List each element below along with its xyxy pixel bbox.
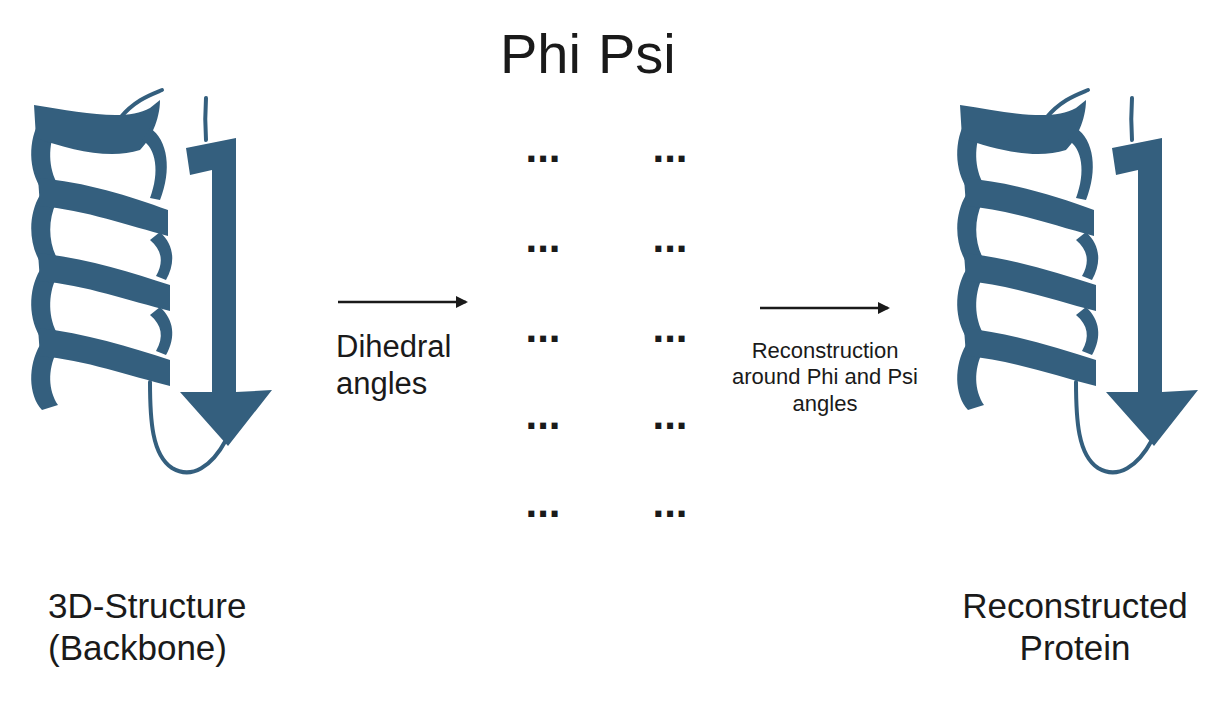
- angle-value: ...: [630, 394, 710, 436]
- reconstructed-protein: [957, 90, 1198, 472]
- column-header: Phi: [500, 20, 600, 87]
- column-header: Psi: [598, 20, 708, 87]
- structure-caption: Reconstructed Protein: [945, 585, 1205, 669]
- angle-value: ...: [630, 307, 710, 349]
- angle-value: ...: [503, 307, 583, 349]
- angle-value: ...: [503, 394, 583, 436]
- structure-caption: 3D-Structure (Backbone): [48, 585, 278, 669]
- protein-backbone: [31, 90, 272, 472]
- arrow: [338, 301, 466, 304]
- angle-value: ...: [630, 482, 710, 524]
- step-label: Reconstruction around Phi and Psi angles: [723, 338, 928, 417]
- arrow: [760, 307, 888, 310]
- step-label: Dihedral angles: [336, 328, 486, 402]
- angle-value: ...: [503, 217, 583, 259]
- angle-value: ...: [503, 127, 583, 169]
- angle-value: ...: [630, 217, 710, 259]
- angle-value: ...: [630, 127, 710, 169]
- angle-value: ...: [503, 482, 583, 524]
